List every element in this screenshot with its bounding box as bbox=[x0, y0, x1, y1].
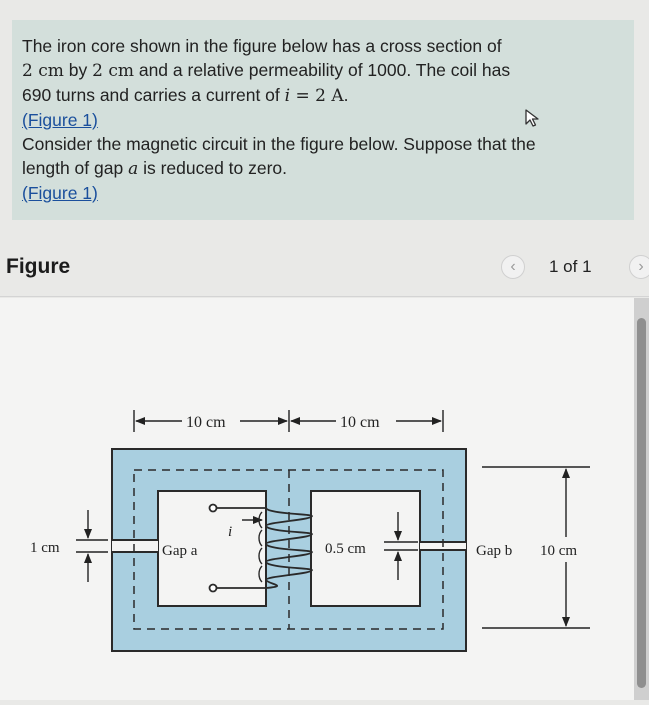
height-dimension bbox=[482, 466, 590, 629]
text-by: by bbox=[63, 60, 93, 80]
problem-line-3: 690 turns and carries a current of bbox=[22, 85, 285, 105]
figure-pager: ‹ 1 of 1 › bbox=[489, 255, 649, 285]
gap-b-label: Gap b bbox=[476, 543, 512, 559]
gap-a bbox=[112, 540, 158, 552]
problem-line-4: Consider the magnetic circuit in the fig… bbox=[22, 134, 536, 154]
gap-a-length-label: 1 cm bbox=[30, 540, 60, 556]
figure-scrollbar[interactable] bbox=[634, 298, 649, 700]
cross-section-dim-1: 2 cm bbox=[22, 61, 64, 81]
problem-line-2-rest: and a relative permeability of 1000. The… bbox=[133, 60, 511, 80]
previous-figure-button[interactable]: ‹ bbox=[501, 255, 525, 279]
mouse-cursor-icon bbox=[525, 109, 539, 127]
problem-line-5-rest: is reduced to zero. bbox=[138, 158, 288, 178]
dim-left-label: 10 cm bbox=[186, 414, 226, 431]
figure-title: Figure bbox=[6, 255, 71, 278]
gap-a-symbol: a bbox=[128, 159, 138, 179]
problem-statement: The iron core shown in the figure below … bbox=[12, 20, 634, 220]
section-divider bbox=[0, 296, 649, 297]
gap-b-text: Gap b bbox=[476, 543, 512, 559]
top-dimension bbox=[133, 410, 444, 432]
figure-header: Figure ‹ 1 of 1 › bbox=[0, 245, 649, 293]
problem-line-1: The iron core shown in the figure below … bbox=[22, 36, 502, 56]
gap-a-letter: a bbox=[128, 159, 139, 179]
figure-viewer: i 10 cm 10 cm 1 cm Gap a 0. bbox=[0, 298, 634, 700]
gap-b-length-label: 0.5 cm bbox=[325, 541, 366, 557]
coil bbox=[208, 503, 313, 593]
problem-line-5: length of gap bbox=[22, 158, 129, 178]
page-count: 1 of 1 bbox=[549, 257, 592, 276]
current-value: = 2 A bbox=[290, 86, 344, 106]
gap-a-dimension bbox=[76, 510, 108, 582]
dim-right-label: 10 cm bbox=[340, 414, 380, 431]
problem-text: The iron core shown in the figure below … bbox=[22, 34, 624, 205]
chevron-left-icon: ‹ bbox=[510, 258, 516, 275]
scrollbar-thumb[interactable] bbox=[637, 318, 646, 688]
current-expression: i = 2 A bbox=[285, 86, 344, 106]
next-figure-button[interactable]: › bbox=[629, 255, 649, 279]
figure-link-2[interactable]: (Figure 1) bbox=[22, 183, 98, 203]
current-label: i bbox=[228, 524, 232, 540]
current-symbol: i bbox=[284, 86, 291, 106]
gap-a-label: Gap a bbox=[162, 543, 198, 559]
cross-section-dim-2: 2 cm bbox=[92, 61, 134, 81]
chevron-right-icon: › bbox=[638, 258, 644, 275]
mean-flux-path bbox=[133, 469, 444, 630]
figure-link-1[interactable]: (Figure 1) bbox=[22, 110, 98, 130]
height-label: 10 cm bbox=[540, 543, 577, 559]
magnetic-circuit-diagram: i 10 cm 10 cm 1 cm Gap a 0. bbox=[30, 410, 590, 652]
gap-b-dimension bbox=[384, 512, 418, 580]
period: . bbox=[343, 85, 349, 105]
